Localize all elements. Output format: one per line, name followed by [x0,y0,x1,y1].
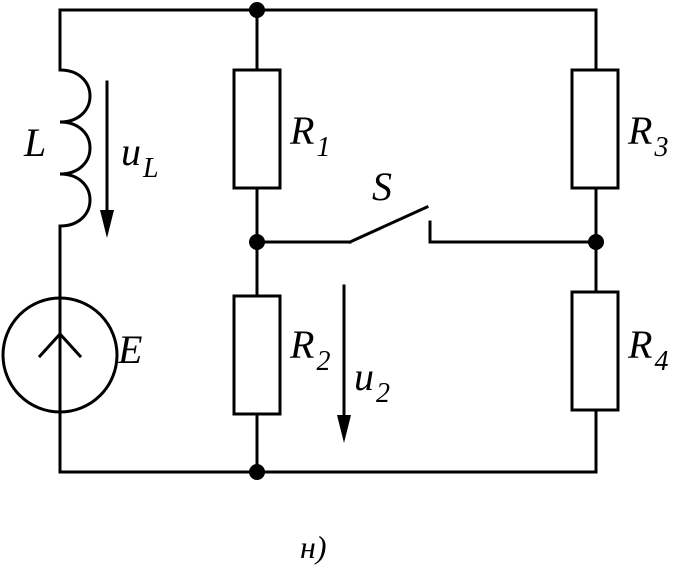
label-R1: R1 [289,108,330,163]
node-bottom [249,464,265,480]
node-top [249,2,265,18]
top-wire [58,8,598,72]
voltage-source [1,296,119,414]
label-L: L [23,120,46,165]
label-uL: uL [121,129,159,184]
figure-caption: н) [300,529,327,565]
resistor-r2 [232,294,282,416]
label-R4: R4 [627,322,668,377]
inductor-coil [58,68,92,228]
resistor-r1 [232,68,282,190]
switch-right-wire [428,220,598,244]
resistor-r3 [570,68,620,190]
label-u2: u2 [354,354,390,409]
switch-blade [348,205,429,244]
u2-arrow [337,284,351,443]
label-R3: R3 [627,108,668,163]
label-S: S [372,164,392,209]
label-E: E [117,327,142,372]
bottom-wire [58,408,598,474]
uL-arrow [100,80,114,238]
label-R2: R2 [289,322,330,377]
wires [58,8,598,474]
node-right-mid [588,234,604,250]
resistor-r4 [570,290,620,412]
node-left-mid [249,234,265,250]
